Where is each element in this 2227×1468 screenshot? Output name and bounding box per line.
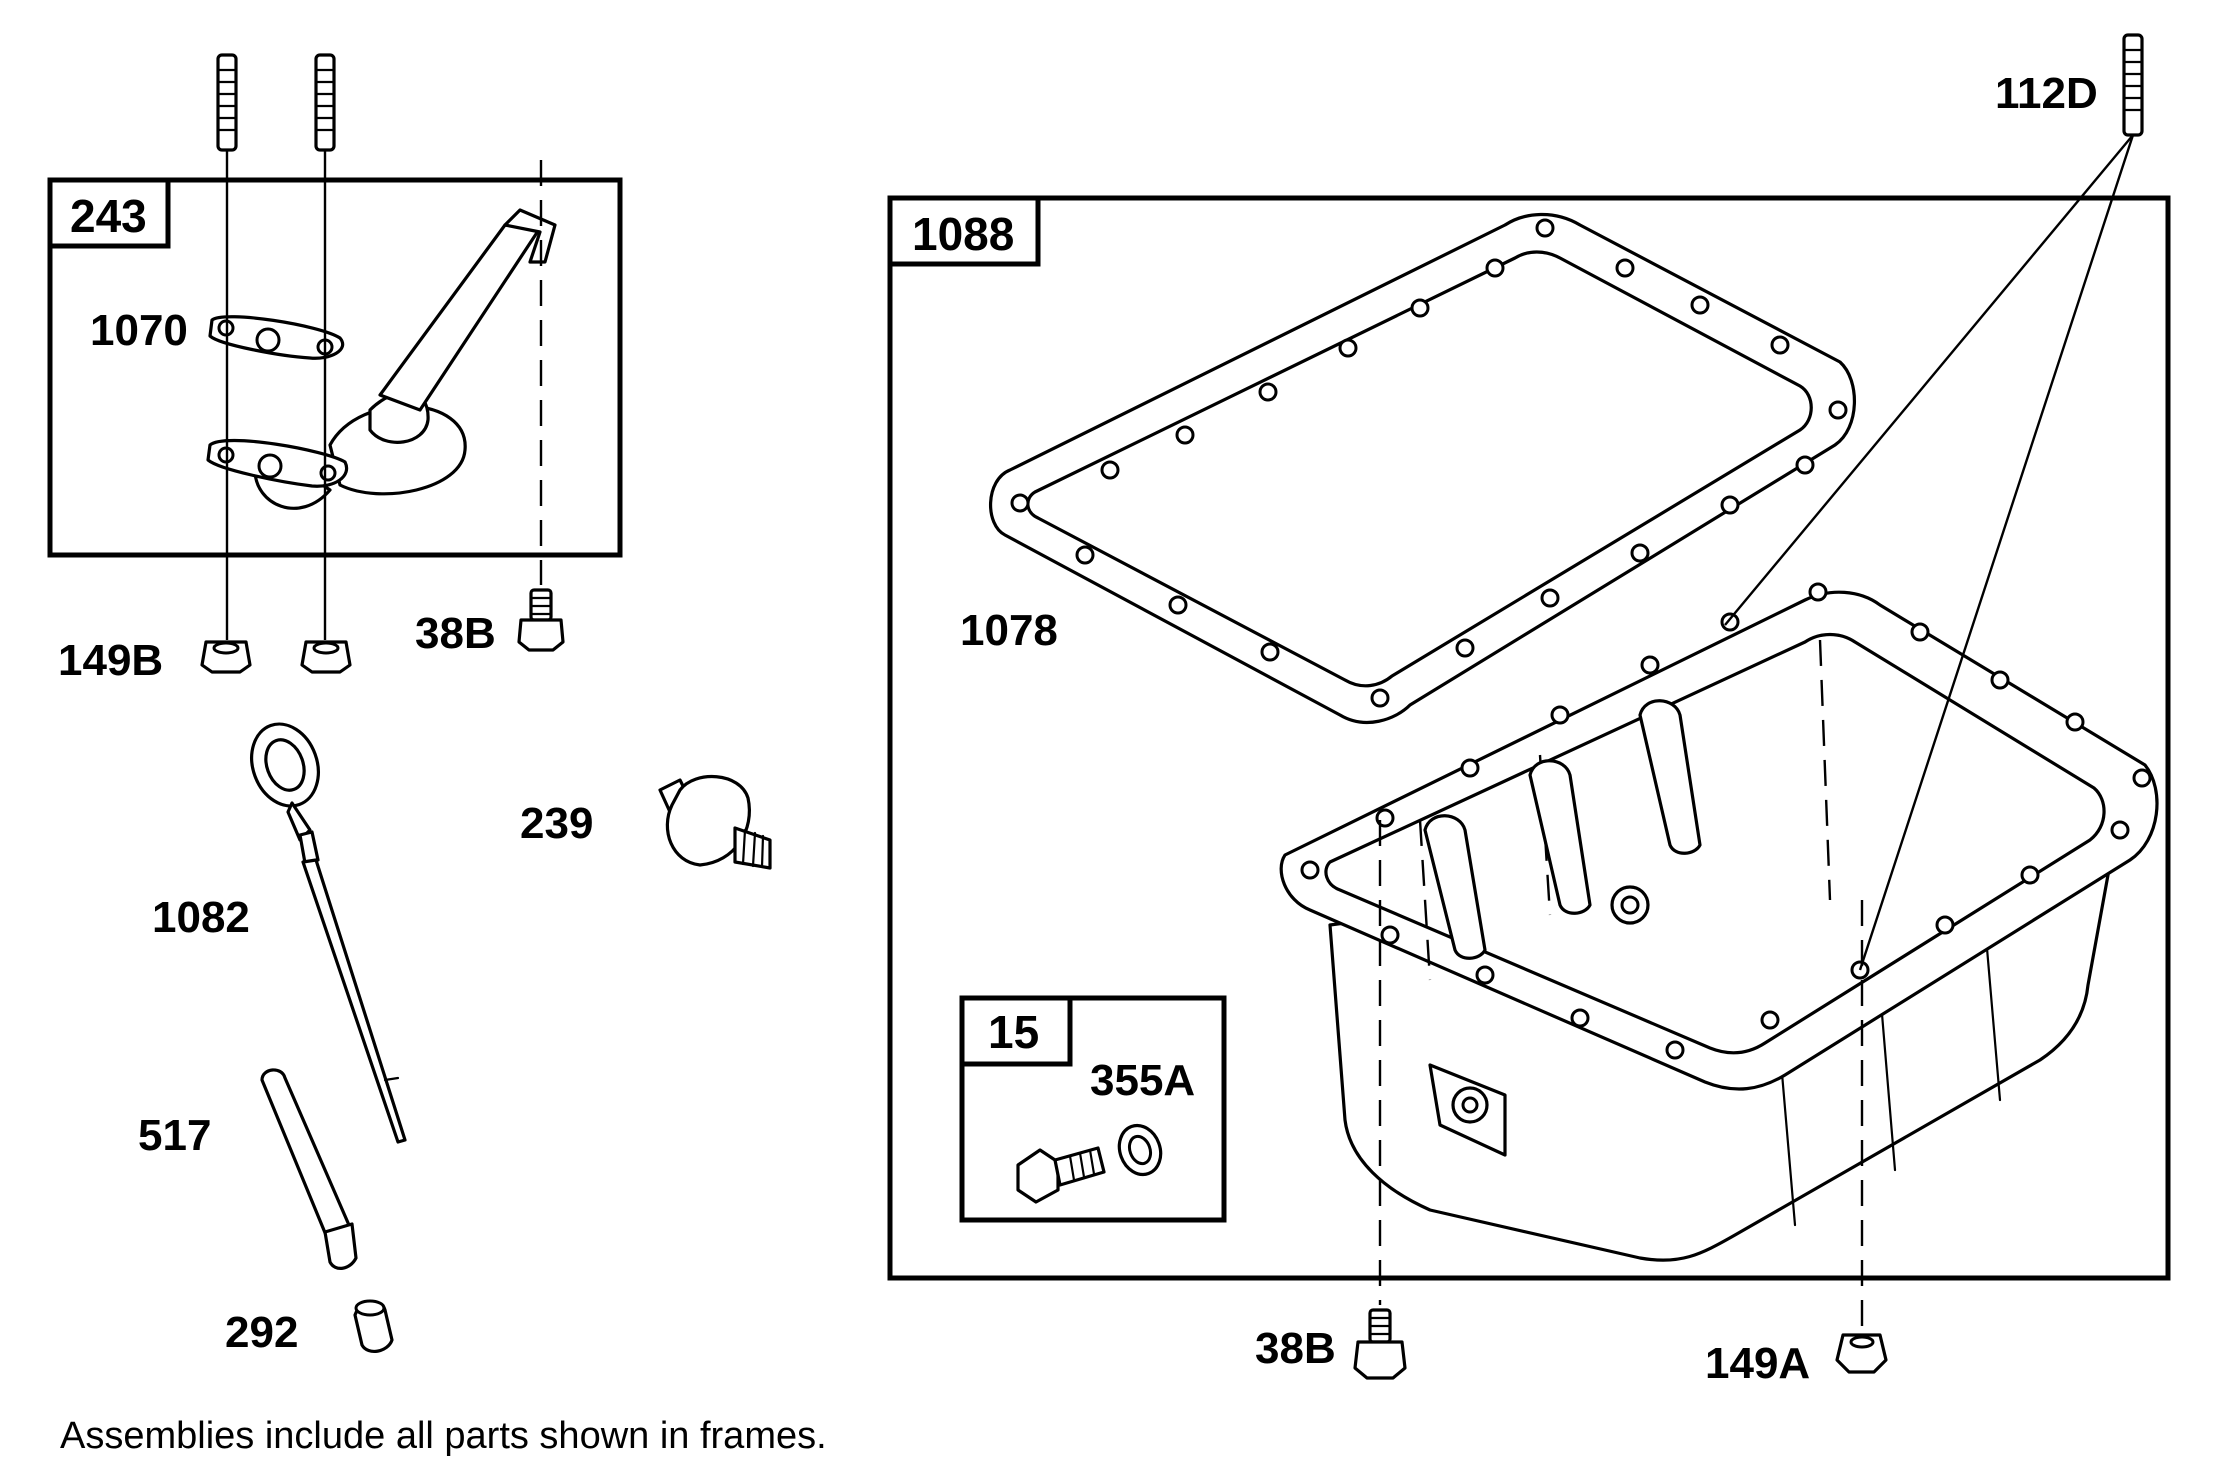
frame-15-tab bbox=[959, 995, 1073, 1067]
label-1070: 1070 bbox=[90, 306, 188, 355]
frame-243: 243 bbox=[47, 177, 623, 558]
gasket-1070-upper bbox=[208, 315, 345, 360]
gasket-1078-bolt-holes bbox=[1010, 218, 1848, 708]
gasket-1078 bbox=[989, 212, 1857, 724]
oil-pan bbox=[1279, 582, 2159, 1262]
seal-292 bbox=[353, 1299, 394, 1354]
footnote: Assemblies include all parts shown in fr… bbox=[60, 1415, 827, 1457]
label-517: 517 bbox=[138, 1111, 211, 1160]
gasket-1070-lower bbox=[206, 438, 349, 488]
washer-355a bbox=[1117, 1123, 1163, 1177]
label-38b-bottom: 38B bbox=[1255, 1324, 1336, 1373]
label-239: 239 bbox=[520, 799, 593, 848]
frame-15: 15 bbox=[959, 995, 1227, 1223]
label-355a: 355A bbox=[1090, 1056, 1195, 1105]
stud-right bbox=[314, 53, 336, 152]
stud-left bbox=[216, 53, 238, 152]
label-1078: 1078 bbox=[960, 606, 1058, 655]
label-149a: 149A bbox=[1705, 1339, 1810, 1388]
frame-15-border bbox=[959, 995, 1227, 1223]
stud-112d bbox=[2122, 33, 2144, 137]
frame-1088-label: 1088 bbox=[912, 208, 1014, 260]
nut-149b-right bbox=[300, 640, 352, 674]
frame-1088-border bbox=[887, 195, 2171, 1281]
frame-1088: 1088 bbox=[887, 195, 2171, 1281]
drain-plug-bolt bbox=[1016, 1146, 1106, 1204]
nut-149b-left bbox=[200, 640, 252, 674]
knock-sensor-239 bbox=[658, 775, 772, 870]
dipstick-1082 bbox=[250, 722, 407, 1144]
frame-1088-tab bbox=[887, 195, 1041, 267]
nut-149a bbox=[1835, 1333, 1888, 1374]
label-38b-top: 38B bbox=[415, 609, 496, 658]
label-1082: 1082 bbox=[152, 893, 250, 942]
label-149b: 149B bbox=[58, 636, 163, 685]
bolt-38b-top bbox=[517, 588, 565, 652]
frame-243-label: 243 bbox=[70, 190, 147, 242]
oil-pan-bolt-holes bbox=[1300, 582, 2152, 1060]
tube-517 bbox=[260, 1068, 358, 1270]
frame-243-tab bbox=[47, 177, 171, 249]
label-292: 292 bbox=[225, 1308, 298, 1357]
label-112d: 112D bbox=[1995, 69, 2098, 118]
bolt-38b-bottom bbox=[1353, 1308, 1407, 1380]
oil-pickup-strainer bbox=[253, 208, 557, 510]
frame-243-border bbox=[47, 177, 623, 558]
frame-15-label: 15 bbox=[988, 1006, 1039, 1058]
